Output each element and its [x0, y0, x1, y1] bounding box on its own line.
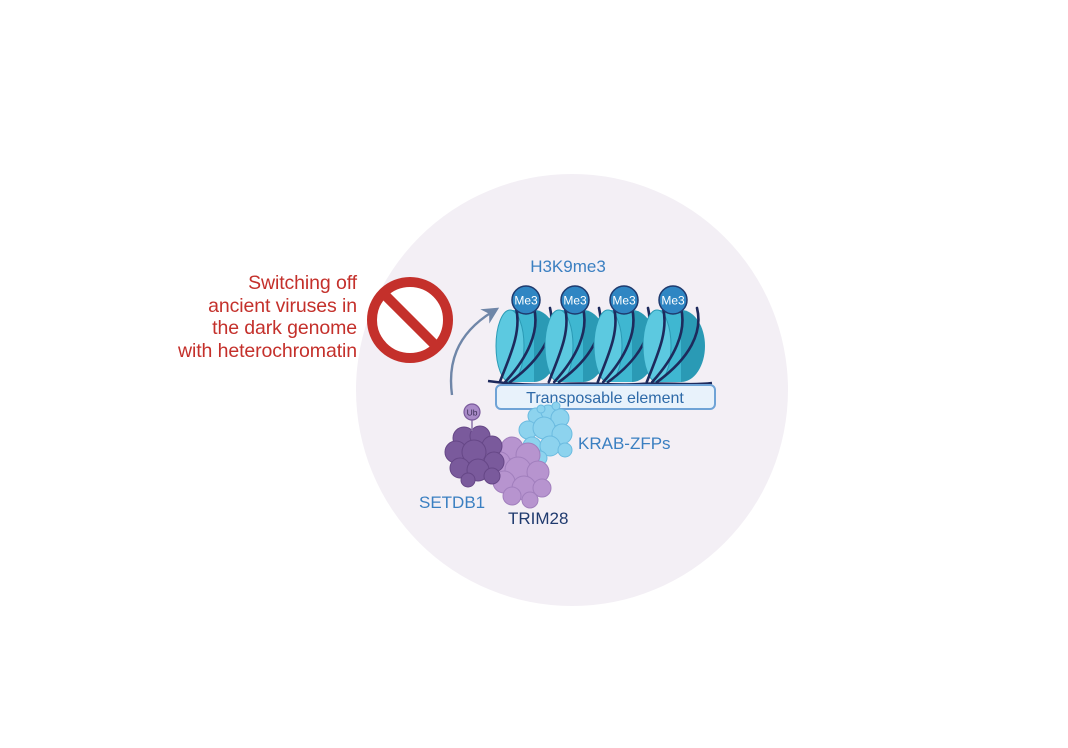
ubiquitin-badge: [463, 403, 481, 421]
transposable-element-label: Transposable element: [526, 390, 684, 407]
ubiquitin-label: Ub: [467, 408, 478, 418]
h3k9me3-label: H3K9me3: [530, 257, 606, 276]
setdb1-label: SETDB1: [419, 493, 485, 512]
title-line: the dark genome: [212, 317, 357, 339]
me3-label: Me3: [612, 294, 636, 308]
nucleosome-group: [495, 306, 705, 384]
krab-zfps-label: KRAB-ZFPs: [578, 434, 671, 453]
transposable-element-box: [495, 384, 716, 410]
methyl-badge-group: Me3 Me3 Me3 Me3: [511, 285, 688, 315]
curved-arrow-icon: [449, 307, 500, 396]
nucleosome-icon: [544, 306, 607, 384]
title-line: with heterochromatin: [177, 339, 357, 362]
figure-title: Switching off ancient viruses in the dar…: [178, 272, 357, 362]
me3-label: Me3: [661, 294, 685, 308]
trim28-protein: [489, 436, 552, 509]
trim28-label: TRIM28: [508, 509, 568, 528]
setdb1-protein: [444, 425, 505, 488]
me3-badge: Me3: [609, 285, 639, 315]
prohibition-icon: [367, 277, 453, 363]
title-line: Switching off: [248, 272, 357, 294]
me3-label: Me3: [563, 294, 587, 308]
nucleosome-icon: [642, 306, 705, 384]
me3-badge: Me3: [511, 285, 541, 315]
me3-label: Me3: [514, 294, 538, 308]
me3-badge: Me3: [560, 285, 590, 315]
me3-badge: Me3: [658, 285, 688, 315]
title-line: ancient viruses in: [208, 294, 357, 317]
nucleosome-icon: [593, 306, 656, 384]
